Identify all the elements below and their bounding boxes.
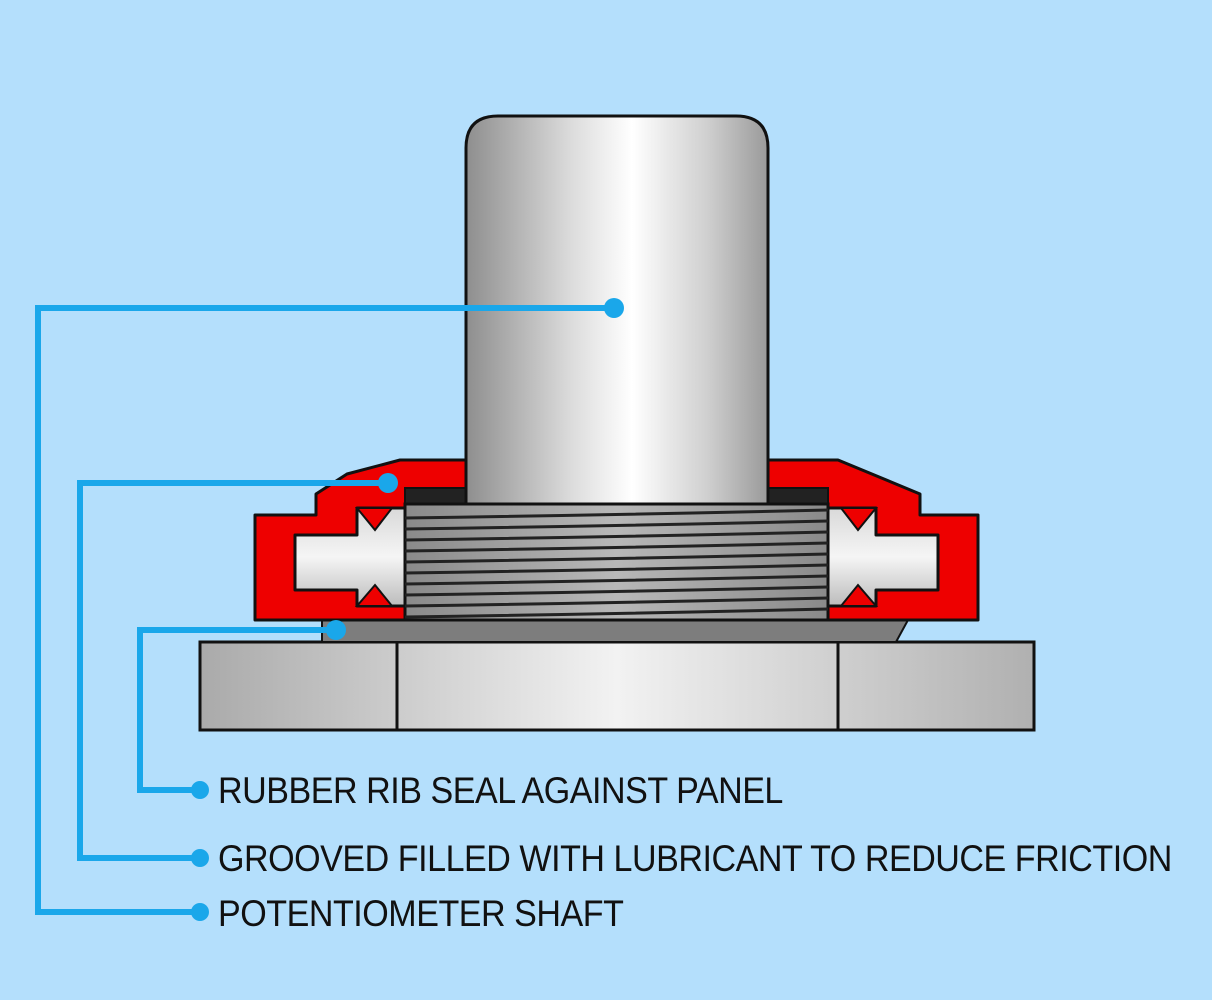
thread-line <box>404 585 829 597</box>
seal-label-dot <box>191 781 209 799</box>
thread-line <box>404 607 829 619</box>
groove-pointer-dot <box>378 473 398 493</box>
rubber-rib-seal <box>321 619 910 643</box>
shaft-label-dot <box>191 903 209 921</box>
groove-label-dot <box>191 849 209 867</box>
thread-line <box>404 574 829 586</box>
shaft-pointer-dot <box>604 298 624 318</box>
thread-line <box>404 519 829 531</box>
thread-line <box>404 530 829 542</box>
label-rubber-rib-seal: RUBBER RIB SEAL AGAINST PANEL <box>218 770 783 811</box>
label-potentiometer-shaft: POTENTIOMETER SHAFT <box>218 893 624 934</box>
threaded-bushing <box>403 502 830 622</box>
thread-line <box>404 508 829 520</box>
panel <box>198 640 1036 732</box>
leader-lines <box>35 305 614 915</box>
thread-line <box>404 563 829 575</box>
seal-pointer-dot <box>326 620 346 640</box>
thread-line <box>404 541 829 553</box>
thread-line <box>404 552 829 564</box>
label-lubricant-groove: GROOVED FILLED WITH LUBRICANT TO REDUCE … <box>218 838 1172 879</box>
thread-line <box>404 596 829 608</box>
